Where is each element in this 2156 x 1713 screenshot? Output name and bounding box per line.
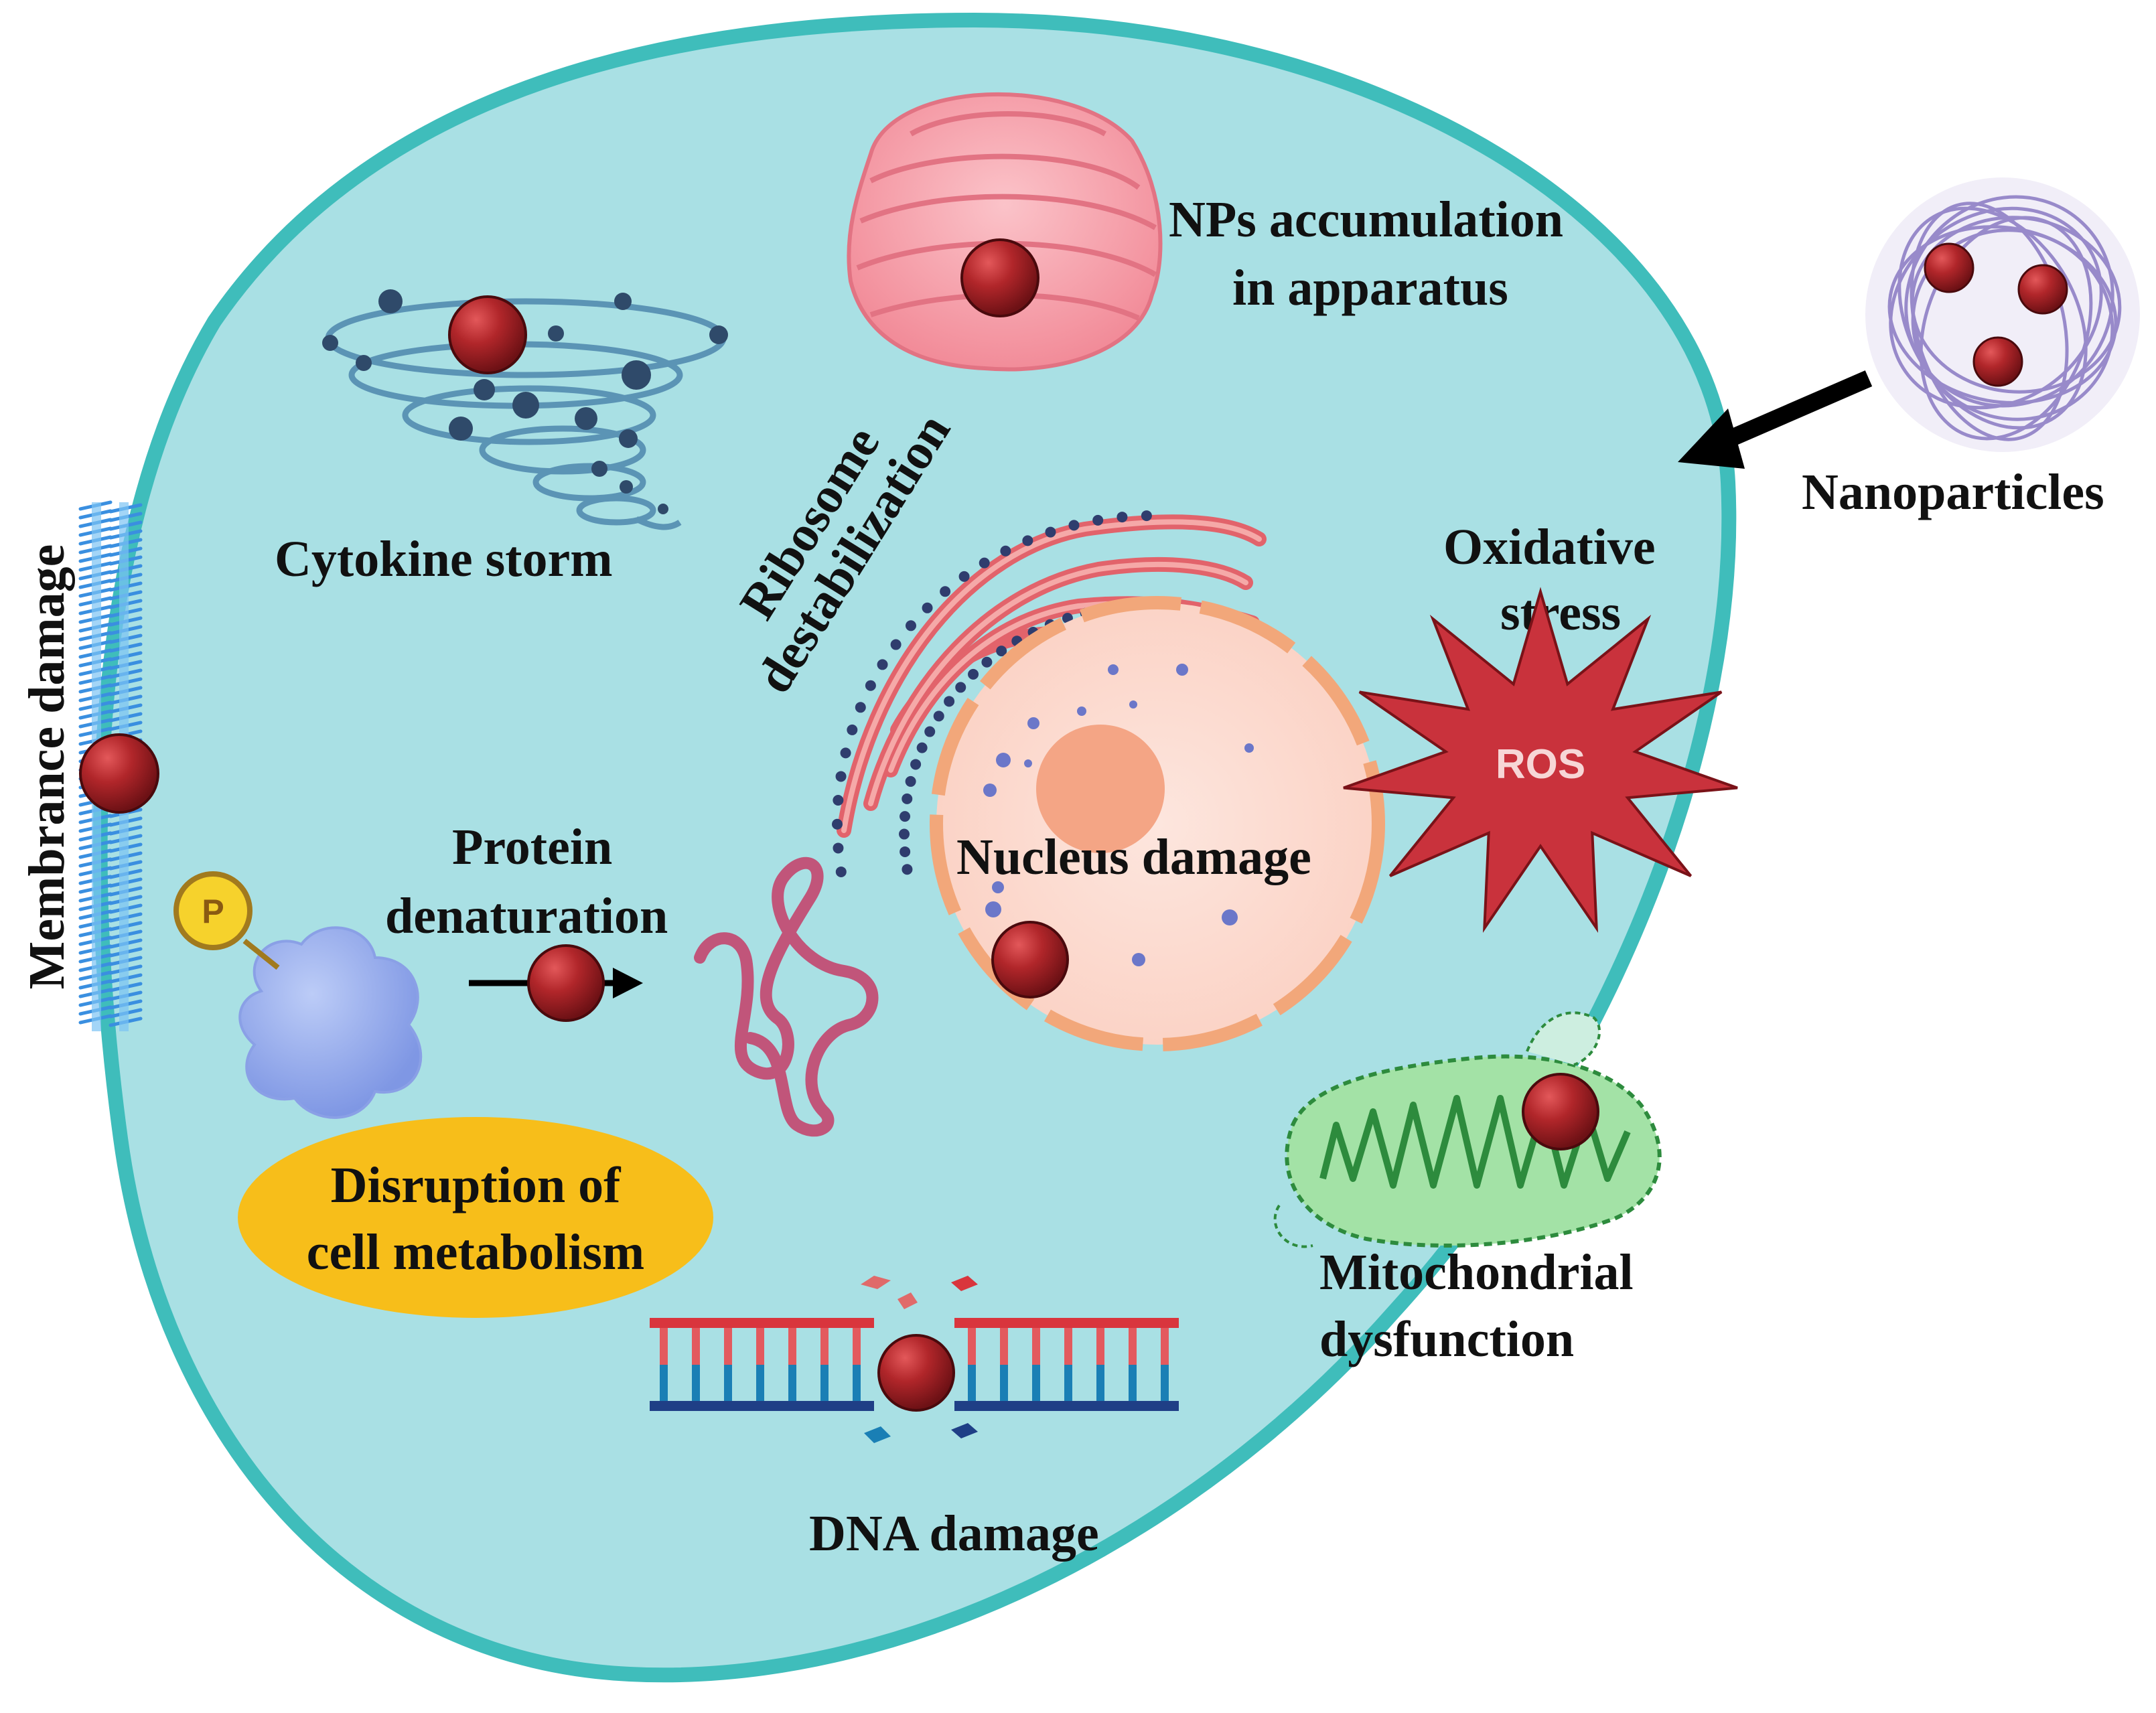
nanoparticle-cluster-1 <box>1924 242 1974 293</box>
nucleus-damage-label: Nucleus damage <box>956 829 1311 885</box>
metabolism-ellipse <box>238 1117 713 1318</box>
ros-label: ROS <box>1496 741 1585 788</box>
nanoparticle-membrane <box>79 733 159 814</box>
membrane-damage-label: Membrance damage <box>19 544 75 990</box>
protein-denaturation-label-line2: denaturation <box>385 888 668 944</box>
disruption-label-line1: Disruption of <box>331 1157 622 1213</box>
nps-accumulation-label-line2: in apparatus <box>1232 260 1508 316</box>
oxidative-stress-label-line1: Oxidative <box>1443 519 1656 575</box>
nanoparticle-cluster-2 <box>2017 264 2068 315</box>
mitochondrial-label-line1: Mitochondrial <box>1319 1244 1634 1300</box>
nps-accumulation-label-line1: NPs accumulation <box>1169 192 1563 248</box>
cytokine-particles <box>322 289 728 514</box>
nanoparticle-cluster-3 <box>1972 336 2023 387</box>
nanoparticle-cluster-icon <box>1865 177 2140 452</box>
dna-icon <box>650 1276 1179 1443</box>
disruption-label-line2: cell metabolism <box>307 1224 644 1280</box>
folded-protein-icon <box>238 926 423 1119</box>
phosphate-icon <box>173 871 253 950</box>
nanoparticle-mitochondrion <box>1522 1073 1599 1150</box>
ros-starburst-icon <box>1343 587 1738 934</box>
phosphate-label: P <box>202 893 224 930</box>
phosphate-linker <box>242 938 280 970</box>
golgi-apparatus-icon <box>847 92 1163 372</box>
nanoparticle-nucleus <box>991 921 1069 998</box>
membrane-bilayer-icon <box>78 500 143 1031</box>
protein-denaturation-label-line1: Protein <box>452 819 612 875</box>
denatured-protein-icon <box>694 856 879 1137</box>
nanoparticle-cytokine <box>448 295 527 374</box>
nanoparticle-protein <box>527 944 605 1022</box>
nanoparticle-golgi <box>960 238 1039 317</box>
cytokine-storm-label: Cytokine storm <box>275 531 613 587</box>
entry-arrow-icon <box>1678 370 1873 469</box>
dna-damage-label: DNA damage <box>809 1505 1099 1562</box>
mitochondrial-label-line2: dysfunction <box>1319 1311 1574 1367</box>
nanoparticle-dna <box>877 1334 955 1412</box>
oxidative-stress-label-line2: stress <box>1500 585 1621 641</box>
nanoparticles-label: Nanoparticles <box>1802 464 2104 520</box>
